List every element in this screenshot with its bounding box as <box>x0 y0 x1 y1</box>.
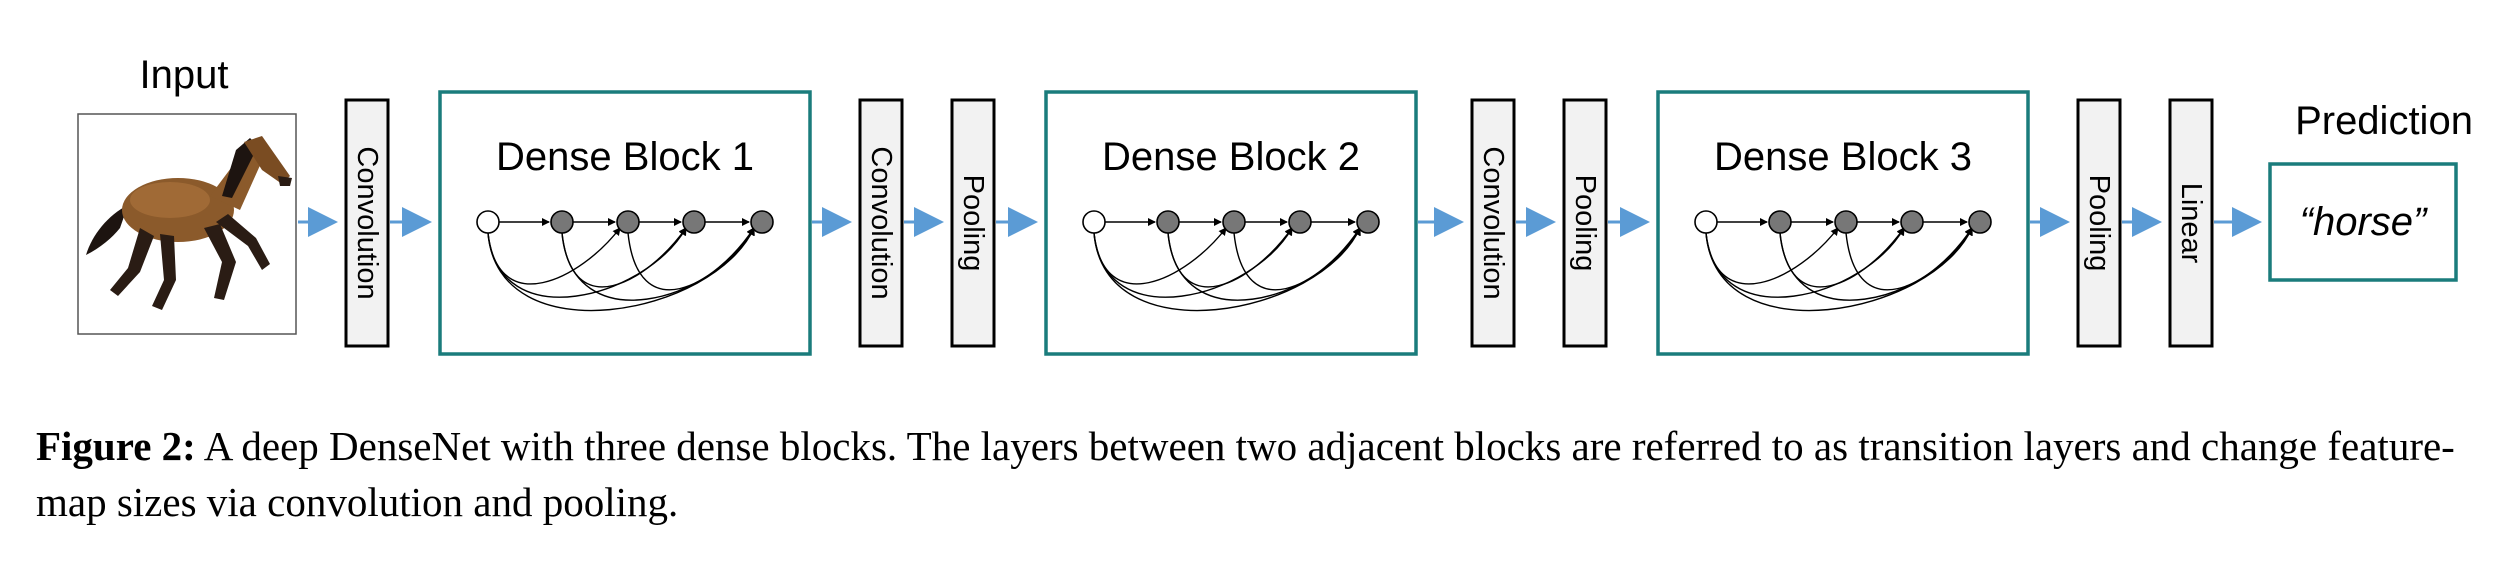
dense-block-1: Dense Block 1 <box>438 90 812 356</box>
prediction-text: “horse” <box>2300 200 2428 244</box>
input-image <box>77 113 297 335</box>
dense-layer-node <box>1222 210 1246 234</box>
densenet-diagram: Input Convolution Convolution Pooling Convo… <box>77 53 2473 356</box>
dense-block-3: Dense Block 3 <box>1656 90 2030 356</box>
dense-layer-node <box>750 210 774 234</box>
layer-conv1: Convolution <box>344 98 390 348</box>
dense-layer-node <box>1834 210 1858 234</box>
layer-linear: Linear <box>2168 98 2214 348</box>
layer-label-pool3: Pooling <box>1569 175 1601 272</box>
skip-connection <box>1093 227 1361 312</box>
dense-layer-node <box>1356 210 1380 234</box>
layer-label-pool2: Pooling <box>957 175 989 272</box>
skip-connection <box>1167 227 1361 301</box>
layer-conv2: Convolution <box>858 98 904 348</box>
dense-block-2: Dense Block 2 <box>1044 90 1418 356</box>
layer-pool3: Pooling <box>1562 98 1608 348</box>
dense-block-title: Dense Block 3 <box>1714 135 1972 179</box>
caption-text: A deep DenseNet with three dense blocks.… <box>36 423 2455 525</box>
prediction-box <box>2268 162 2458 282</box>
dense-layer-node <box>550 210 574 234</box>
skip-connection <box>1233 227 1361 291</box>
layer-label-conv2: Convolution <box>865 146 897 299</box>
skip-connection <box>1845 227 1973 291</box>
layer-pool2: Pooling <box>950 98 996 348</box>
dense-layer-node <box>616 210 640 234</box>
skip-connection <box>561 227 755 301</box>
dense-layer-node <box>1768 210 1792 234</box>
dense-block-title: Dense Block 2 <box>1102 135 1360 179</box>
dense-layer-node <box>1082 210 1106 234</box>
horse-icon <box>86 136 292 310</box>
layer-label-conv3: Convolution <box>1477 146 1509 299</box>
input-label: Input <box>140 53 229 97</box>
dense-layer-node <box>1968 210 1992 234</box>
skip-connection <box>1779 227 1973 301</box>
dense-layer-node <box>1288 210 1312 234</box>
layer-pool4: Pooling <box>2076 98 2122 348</box>
skip-connection <box>627 227 755 291</box>
layer-label-conv1: Convolution <box>351 146 383 299</box>
dense-layer-node <box>682 210 706 234</box>
prediction-label: Prediction <box>2295 99 2473 143</box>
dense-block-title: Dense Block 1 <box>496 135 754 179</box>
skip-connection <box>1705 227 1973 312</box>
layer-label-linear: Linear <box>2175 183 2207 264</box>
dense-layer-node <box>476 210 500 234</box>
layer-label-pool4: Pooling <box>2083 175 2115 272</box>
skip-connection <box>487 227 755 312</box>
dense-layer-node <box>1694 210 1718 234</box>
dense-layer-node <box>1900 210 1924 234</box>
figure-caption: Figure 2: A deep DenseNet with three den… <box>36 418 2496 530</box>
layer-conv3: Convolution <box>1470 98 1516 348</box>
caption-label: Figure 2: <box>36 423 196 469</box>
dense-layer-node <box>1156 210 1180 234</box>
